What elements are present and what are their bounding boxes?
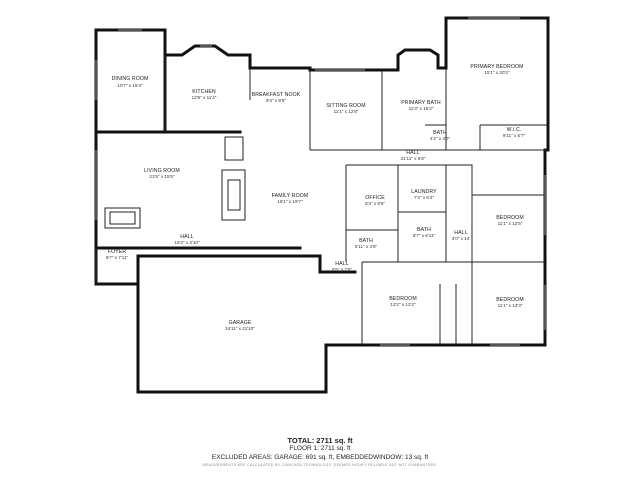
room-bath-left-dim: 5'11" x 4'8": [355, 244, 378, 249]
room-living-room-dim: 21'5" x 15'5": [149, 174, 175, 179]
room-bedroom-right-name: BEDROOM: [496, 215, 524, 221]
room-family-room-name: FAMILY ROOM: [272, 193, 309, 199]
room-primary-bath-name: PRIMARY BATH: [401, 100, 441, 106]
room-office-name: OFFICE: [365, 195, 385, 201]
room-primary-bedroom-dim: 15'1" x 20'2": [484, 70, 510, 75]
disclaimer: MEASUREMENTS ARE CALCULATED BY CUBICASA …: [202, 463, 438, 467]
room-bath-mid-dim: 8'7" x 6'11": [413, 233, 436, 238]
room-laundry-name: LAUNDRY: [411, 189, 437, 195]
room-breakfast-nook-dim: 9'4" x 9'5": [266, 98, 286, 103]
room-bedroom-mid-dim: 13'2" x 13'2": [390, 302, 416, 307]
room-bath-left-name: BATH: [359, 238, 373, 244]
walls: [94, 16, 550, 394]
room-foyer-dim: 6'7" x 7'11": [106, 255, 129, 260]
room-bedroom-right-dim: 11'1" x 12'5": [498, 221, 523, 226]
room-hall-top-name: HALL: [406, 150, 419, 156]
room-bath-small-name: BATH: [433, 130, 447, 136]
room-family-room-dim: 18'1" x 19'7": [277, 199, 303, 204]
windows: [95, 17, 546, 346]
room-kitchen-dim: 12'8" x 11'4": [192, 95, 217, 100]
room-bath-small-dim: 4'2" x 3'0": [430, 136, 450, 141]
room-sitting-room-dim: 11'1" x 12'8": [334, 109, 359, 114]
room-wic-name: W.I.C.: [507, 127, 522, 133]
room-wic-dim: 9'11" x 5'7": [503, 133, 526, 138]
area-summary: TOTAL: 2711 sq. ft FLOOR 1: 2711 sq. ft …: [0, 436, 640, 468]
room-office-dim: 8'3" x 8'6": [365, 201, 385, 206]
room-breakfast-nook-name: BREAKFAST NOOK: [252, 92, 301, 98]
room-hall-right-dim: 3'0" x 14': [452, 236, 471, 241]
total-area: TOTAL: 2711 sq. ft: [287, 436, 353, 445]
room-sitting-room-name: SITTING ROOM: [326, 103, 365, 109]
room-labels: DINING ROOM 10'7" x 15'4" KITCHEN 12'8" …: [106, 64, 526, 331]
room-foyer-name: FOYER: [108, 249, 127, 255]
room-hall-bottom-name: HALL: [335, 261, 348, 267]
room-hall-top-dim: 21'11" x 6'8": [401, 156, 426, 161]
room-bedroom-bottom-right-dim: 11'1" x 13'3": [498, 303, 523, 308]
room-kitchen-name: KITCHEN: [192, 89, 216, 95]
room-dining-room-name: DINING ROOM: [112, 76, 149, 82]
room-primary-bedroom-name: PRIMARY BEDROOM: [470, 64, 523, 70]
room-hall-right-name: HALL: [454, 230, 467, 236]
room-hall-left-dim: 15'3" x 3'10": [174, 240, 200, 245]
room-bedroom-mid-name: BEDROOM: [389, 296, 417, 302]
room-hall-bottom-dim: 6'5" x 2'6": [332, 267, 352, 272]
room-garage-name: GARAGE: [229, 320, 252, 326]
room-living-room-name: LIVING ROOM: [144, 168, 180, 174]
room-primary-bath-dim: 11'3" x 15'2": [409, 106, 434, 111]
room-bedroom-bottom-right-name: BEDROOM: [496, 297, 524, 303]
room-laundry-dim: 7'3" x 6'4": [414, 195, 434, 200]
room-bath-mid-name: BATH: [417, 227, 431, 233]
floor-plan: DINING ROOM 10'7" x 15'4" KITCHEN 12'8" …: [94, 16, 550, 394]
room-hall-left-name: HALL: [180, 234, 193, 240]
room-dining-room-dim: 10'7" x 15'4": [117, 83, 143, 88]
floor-area: FLOOR 1: 2711 sq. ft: [289, 445, 351, 452]
excluded-areas: EXCLUDED AREAS: GARAGE: 691 sq. ft, EMBE…: [211, 453, 429, 461]
room-garage-dim: 34'11" x 21'10": [225, 326, 255, 331]
